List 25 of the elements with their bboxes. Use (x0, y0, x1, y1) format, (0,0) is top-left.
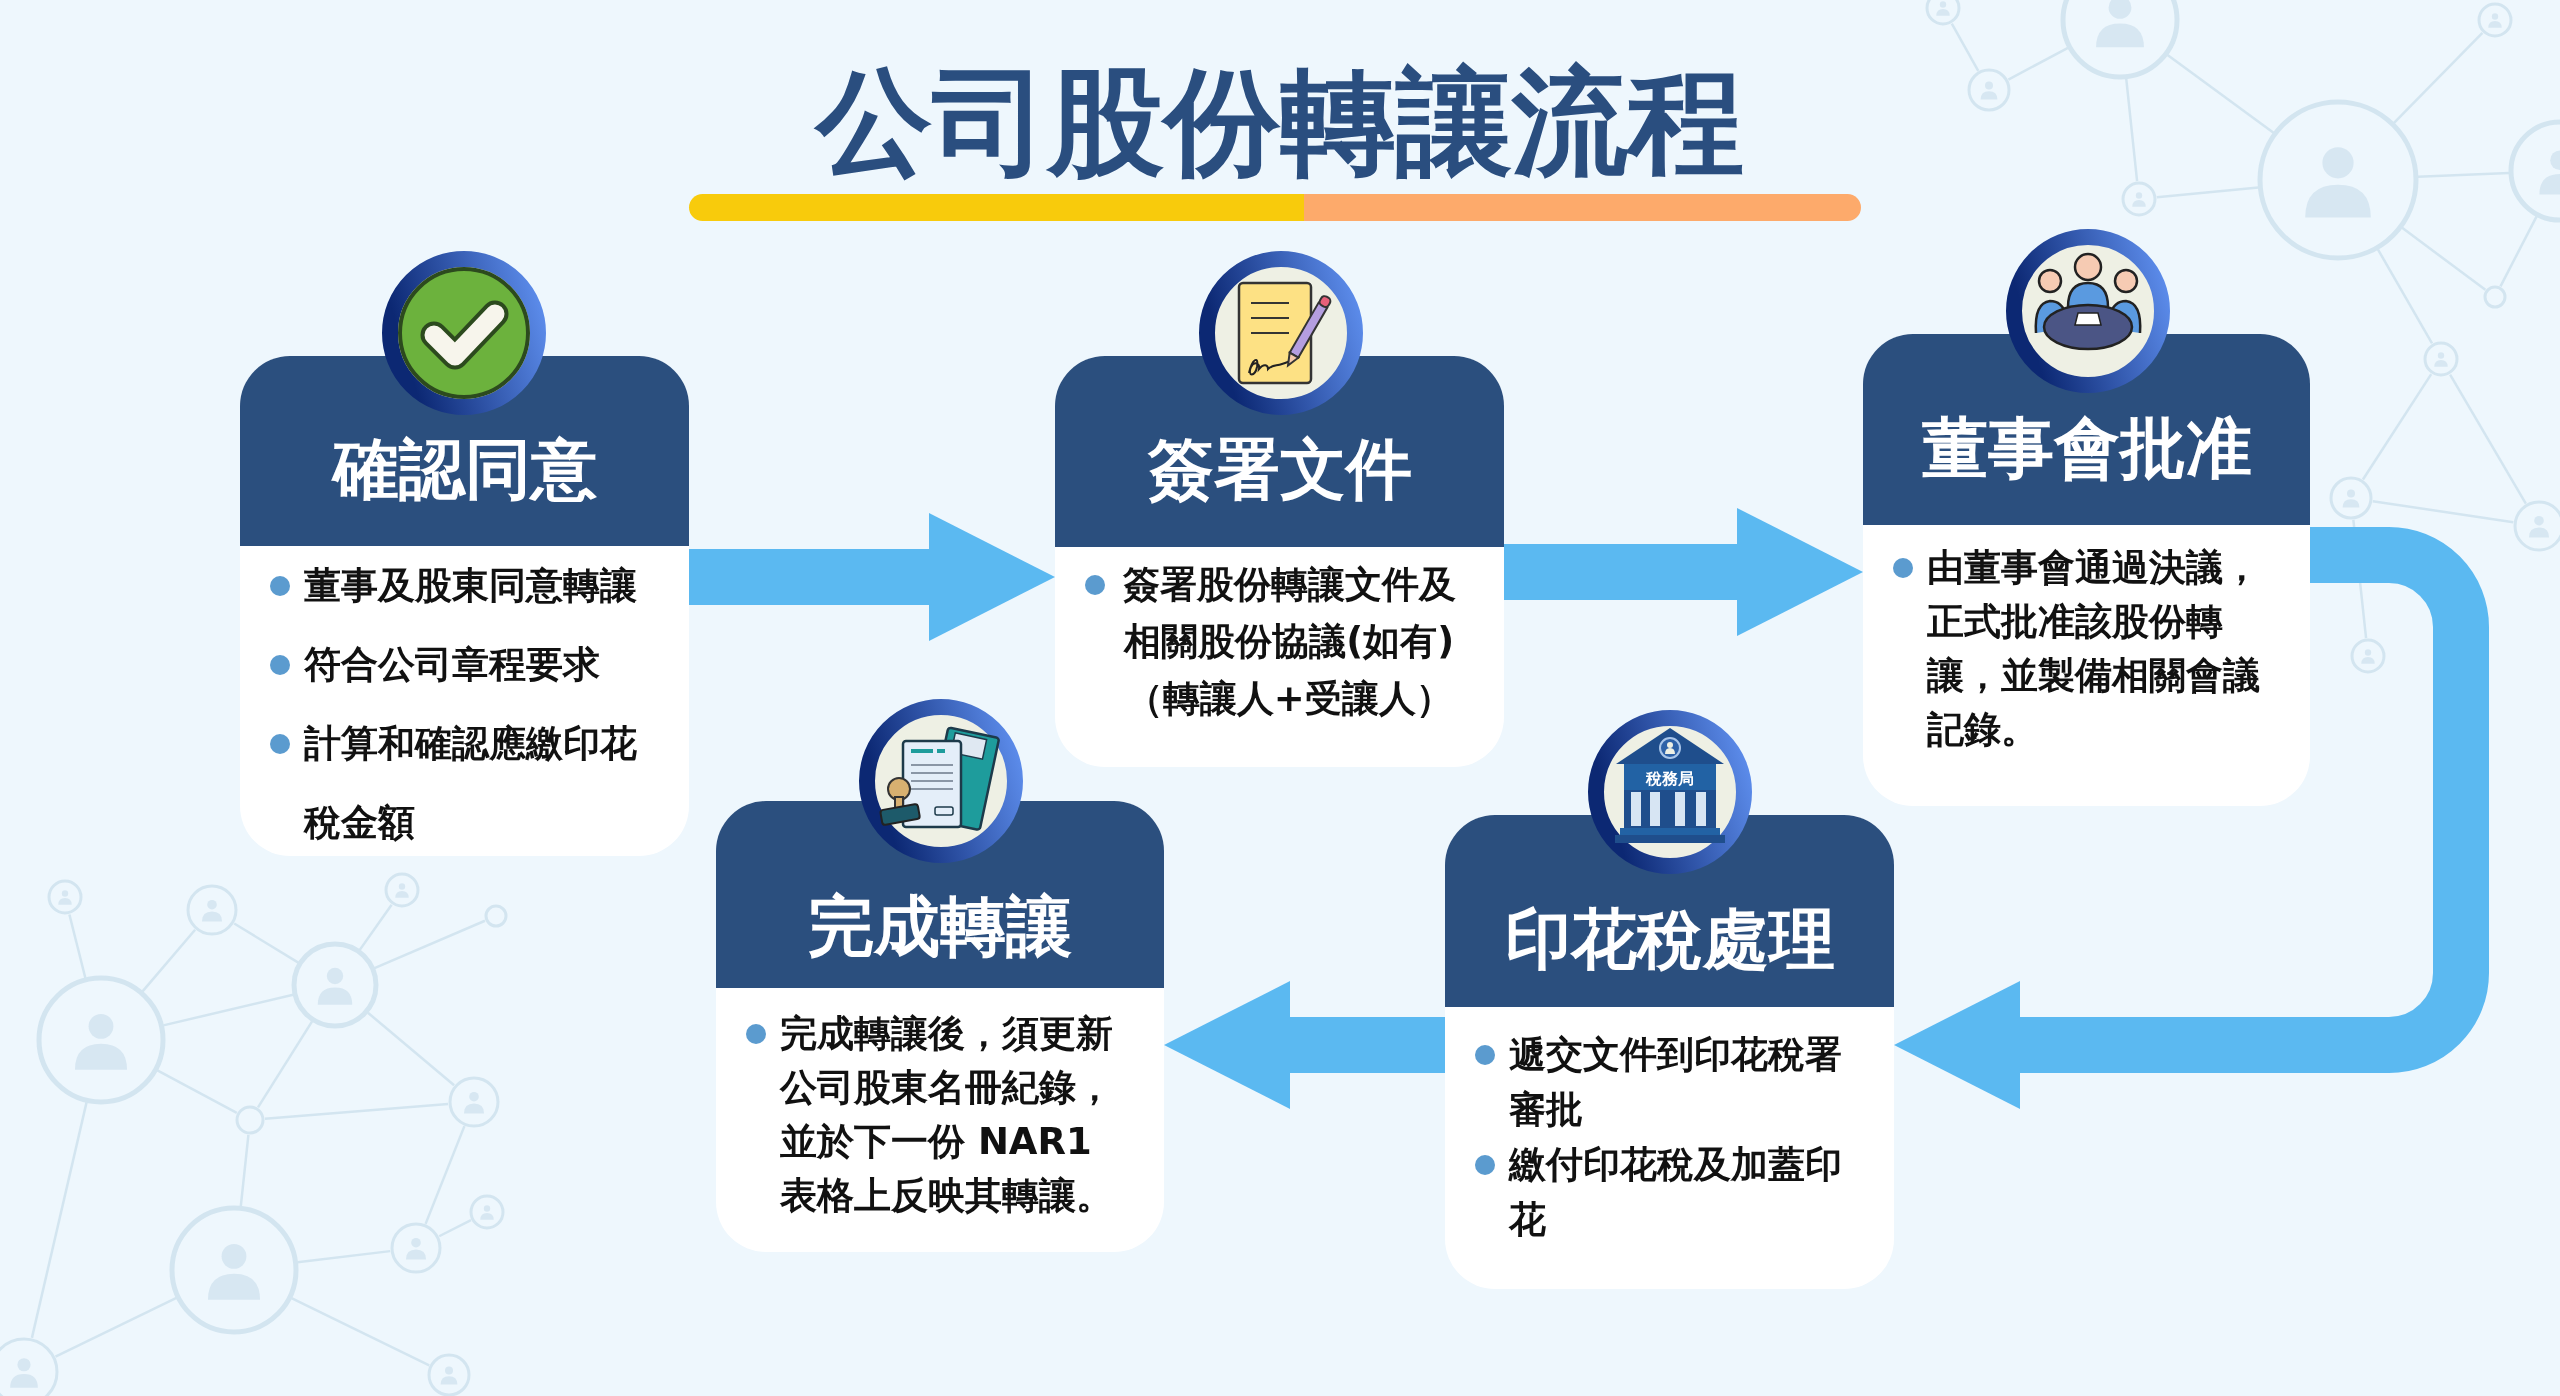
step-heading: 確認同意 (332, 430, 597, 510)
step-text: 遞交文件到印花稅署審批 (1509, 1032, 1843, 1133)
step-card (716, 801, 1164, 1252)
step-card (1445, 815, 1894, 1289)
step-text: 符合公司章程要求 (304, 642, 601, 688)
step-text: 完成轉讓後，須更新公司股東名冊紀錄，並於下一份 NAR1表格上反映其轉讓。 (780, 1011, 1114, 1219)
step-text: 計算和確認應繳印花稅金額 (304, 721, 638, 846)
step-card (240, 356, 689, 856)
step-text: 董事及股東同意轉讓 (304, 563, 638, 609)
title-underline (689, 194, 1861, 221)
step-heading: 完成轉讓 (808, 887, 1072, 967)
step-text: 簽署股份轉讓文件及相關股份協議(如有)（轉讓人+受讓人） (1121, 562, 1457, 722)
step-heading: 印花稅處理 (1504, 900, 1835, 980)
arrow (1504, 508, 1863, 636)
arrow (689, 513, 1055, 641)
step-text: 由董事會通過決議，正式批准該股份轉讓，並製備相關會議記錄。 (1927, 545, 2261, 753)
step-card (1863, 334, 2310, 806)
title-text: 公司股份轉讓流程 (816, 58, 1744, 186)
step-card (1055, 356, 1504, 767)
step-heading: 簽署文件 (1147, 430, 1412, 510)
step-text: 繳付印花稅及加蓋印花 (1509, 1142, 1843, 1243)
step-heading: 董事會批准 (1921, 409, 2252, 489)
sign-text: 稅務局 (1646, 769, 1694, 789)
arrow (1164, 981, 1445, 1109)
arrow (1894, 527, 2489, 1109)
